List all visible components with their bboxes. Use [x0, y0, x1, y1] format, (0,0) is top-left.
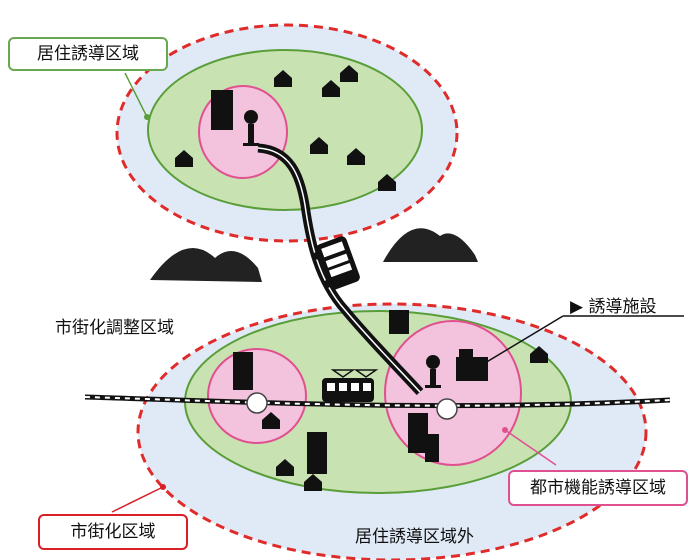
label-urban-function-zone: 都市機能誘導区域 — [508, 470, 688, 506]
leader-dot-urbanization — [160, 484, 166, 490]
label-urbanization-control: 市街化調整区域 — [55, 318, 174, 338]
building-icon — [211, 90, 439, 474]
house-icon — [175, 65, 548, 491]
label-facility: ▶ 誘導施設 — [570, 297, 657, 317]
leader-dot-urban-function — [502, 427, 508, 433]
leader-urban-function — [504, 429, 557, 466]
lower-right-core — [384, 320, 522, 466]
station-icon-right — [436, 398, 458, 420]
leader-dot-residential — [144, 114, 150, 120]
leader-facility — [479, 315, 564, 367]
mountain-icon-left — [150, 247, 262, 282]
railway-ties — [84, 396, 671, 407]
bus-stop-icon-lower — [425, 355, 441, 388]
leader-residential-zone — [124, 72, 148, 118]
label-residential-zone: 居住誘導区域 — [8, 37, 168, 71]
bus-stop-icon-upper — [243, 110, 259, 146]
label-outside-residential: 居住誘導区域外 — [355, 527, 474, 547]
mountain-icon-right — [383, 228, 478, 262]
hospital-icon — [389, 310, 488, 381]
label-urbanization-area: 市街化区域 — [38, 514, 188, 550]
leader-urbanization-area — [111, 486, 164, 513]
bus-route-centerline — [257, 147, 421, 393]
station-icon-left — [246, 392, 268, 414]
bus-icon — [313, 236, 360, 290]
tram-icon — [322, 369, 379, 402]
